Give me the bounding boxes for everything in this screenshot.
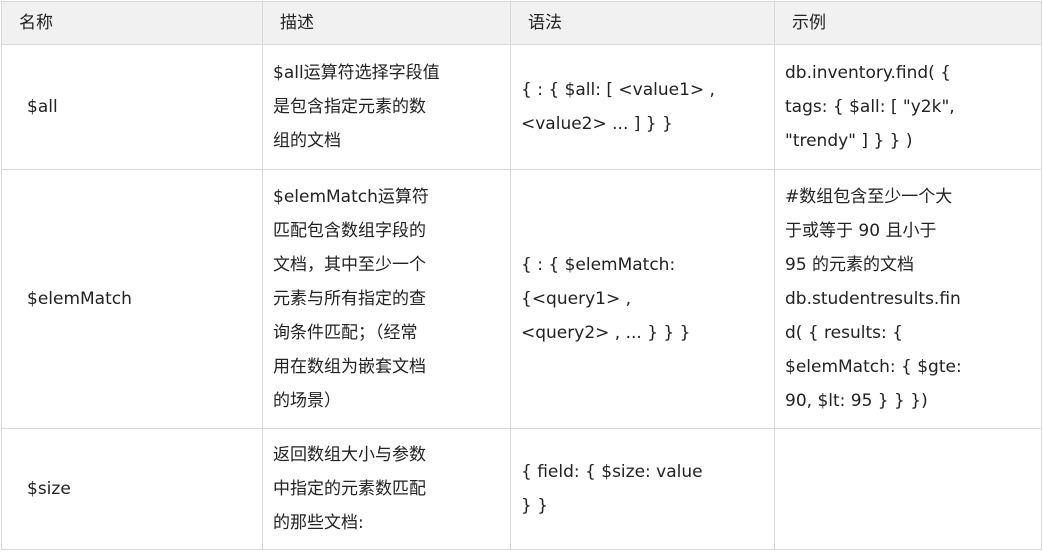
example-line: db.studentresults.fin	[785, 289, 961, 309]
example-line: 90, $lt: 95 } } })	[785, 391, 928, 411]
description-line: 中指定的元素数匹配	[273, 479, 426, 499]
cell-description: $elemMatch运算符 匹配包含数组字段的 文档，其中至少一个 元素与所有指…	[262, 169, 511, 429]
table-header-row: 名称 描述 语法 示例	[1, 1, 1042, 45]
description-line: 询条件匹配；（经常	[273, 323, 418, 343]
description-line: $elemMatch运算符	[273, 187, 429, 207]
cell-example	[774, 428, 1042, 550]
syntax-line: {<query1> ,	[521, 289, 632, 309]
description-line: $all运算符选择字段值	[273, 63, 440, 83]
example-line: 于或等于 90 且小于	[785, 221, 937, 241]
header-description: 描述	[262, 1, 511, 45]
syntax-line: { : { $all: [ <value1> ,	[521, 80, 715, 100]
syntax-line: <query2> , ... } } }	[521, 323, 691, 343]
example-line: d( { results: {	[785, 323, 903, 343]
cell-description: 返回数组大小与参数 中指定的元素数匹配 的那些文档:	[262, 428, 511, 550]
syntax-line: <value2> ... ] } }	[521, 114, 673, 134]
description-line: 匹配包含数组字段的	[273, 221, 426, 241]
description-line: 文档，其中至少一个	[273, 255, 426, 275]
example-line: "trendy" ] } } )	[785, 131, 913, 151]
description-line: 返回数组大小与参数	[273, 445, 426, 465]
description-line: 是包含指定元素的数	[273, 97, 426, 117]
cell-name: $size	[1, 428, 263, 550]
cell-syntax: { field: { $size: value } }	[510, 428, 775, 550]
example-line: #数组包含至少一个大	[785, 187, 953, 207]
cell-example: #数组包含至少一个大 于或等于 90 且小于 95 的元素的文档 db.stud…	[774, 169, 1042, 429]
table-row: $size 返回数组大小与参数 中指定的元素数匹配 的那些文档: { field…	[1, 428, 1042, 550]
description-line: 元素与所有指定的查	[273, 289, 426, 309]
header-syntax: 语法	[510, 1, 775, 45]
cell-name: $all	[1, 44, 263, 170]
cell-description: $all运算符选择字段值 是包含指定元素的数 组的文档	[262, 44, 511, 170]
example-line: $elemMatch: { $gte:	[785, 357, 962, 377]
table-row: $elemMatch $elemMatch运算符 匹配包含数组字段的 文档，其中…	[1, 169, 1042, 429]
syntax-line: { : { $elemMatch:	[521, 255, 676, 275]
header-example: 示例	[774, 1, 1042, 45]
description-line: 用在数组为嵌套文档	[273, 357, 426, 377]
operator-name: $size	[27, 479, 71, 499]
description-line: 的那些文档:	[273, 513, 364, 533]
syntax-line: { field: { $size: value	[521, 462, 703, 482]
example-line: 95 的元素的文档	[785, 255, 915, 275]
cell-syntax: { : { $all: [ <value1> , <value2> ... ] …	[510, 44, 775, 170]
example-line: db.inventory.find( {	[785, 63, 951, 83]
operator-name: $elemMatch	[27, 289, 132, 309]
example-line: tags: { $all: [ "y2k",	[785, 97, 955, 117]
table-row: $all $all运算符选择字段值 是包含指定元素的数 组的文档 { : { $…	[1, 44, 1042, 170]
header-name: 名称	[1, 1, 263, 45]
operator-name: $all	[27, 97, 58, 117]
cell-syntax: { : { $elemMatch: {<query1> , <query2> ,…	[510, 169, 775, 429]
cell-name: $elemMatch	[1, 169, 263, 429]
description-line: 组的文档	[273, 131, 341, 151]
cell-example: db.inventory.find( { tags: { $all: [ "y2…	[774, 44, 1042, 170]
description-line: 的场景）	[273, 391, 341, 411]
syntax-line: } }	[521, 496, 549, 516]
